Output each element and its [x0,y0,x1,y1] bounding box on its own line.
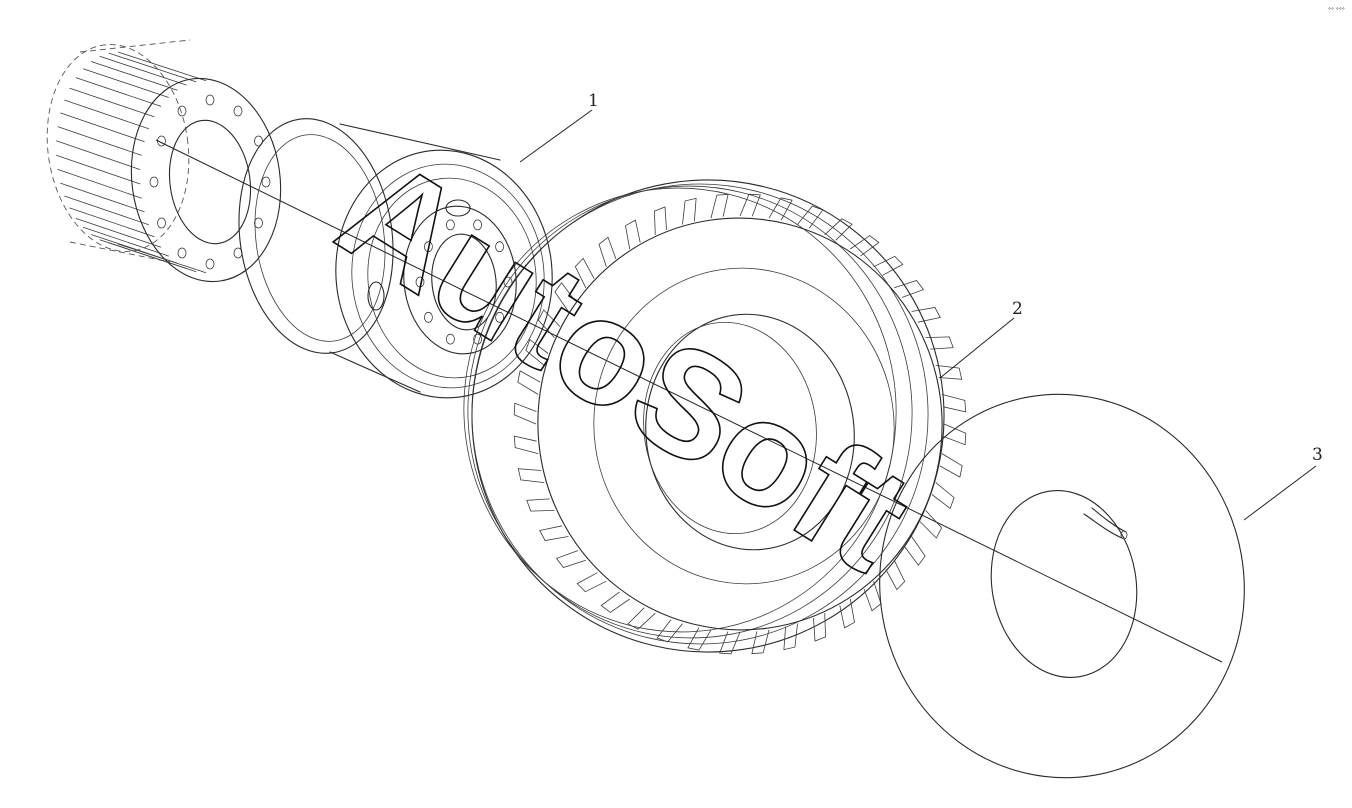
brake-drum [46,39,282,283]
leader-3 [1243,465,1317,521]
callout-1: 1 [588,91,599,111]
tread-lug [574,257,595,288]
tread-lug [783,623,798,651]
rim-stud-hole [495,241,505,253]
drum-fin [99,55,187,86]
tread-lug [600,591,630,613]
drum-fin [56,140,141,170]
rim-stud-hole [495,311,505,323]
tread-lug [911,307,941,323]
tread-lug [656,619,683,643]
callout-2: 2 [1012,299,1023,319]
tread-lug [539,525,569,541]
tread-lug [919,510,943,539]
tread-lug [627,607,656,630]
drum-fin [75,77,162,107]
drum-bolt-hole [149,176,159,188]
tread-lug [517,370,541,395]
tread-lug [739,193,761,217]
tread-lug [517,468,545,483]
rim-stud-hole [423,311,433,323]
drum-fin [82,226,169,257]
tread-lug [525,338,549,366]
drum-fin [117,243,207,274]
rim-stud-hole [445,219,455,231]
tread-lug [768,197,793,221]
drum-bolt-hole [205,258,215,270]
drum-bolt-hole [157,217,166,229]
drum-fin [75,218,162,248]
tread-lug [598,236,617,267]
rim-stud-hole [473,219,483,231]
drum-bolt-hole [233,105,243,117]
drum-fin [82,68,169,98]
wheel-rim [238,118,553,399]
tread-lug [682,197,697,225]
tread-lug [894,280,925,298]
leader-1 [519,109,593,163]
tread-lug [925,336,954,350]
tread-lug [687,627,712,651]
tread-lug [935,365,963,380]
tread-lug [939,453,963,478]
corner-mark: °° °°° [1328,7,1345,14]
tread-lug [513,435,539,454]
tread-lug [850,235,880,257]
drum-fin [108,52,197,83]
tread-lug [710,193,729,219]
drum-fin [90,61,178,91]
rim-stud-hole [503,276,513,288]
drum-bolt-hole [254,217,263,229]
drum-fin [60,112,145,143]
rim-stud-hole [445,333,455,345]
leader-2 [939,317,1015,379]
drum-fin [56,154,141,185]
tread-lug [873,255,904,276]
tread-lug [751,629,770,655]
drum-fin [64,195,149,226]
drum-fin [117,51,207,82]
rim-stud-hole [415,276,425,288]
tread-lug [576,572,607,593]
drum-bolt-hole [177,105,187,117]
tread-lug [863,581,882,612]
drum-bolt-hole [261,176,271,188]
tread-lug [839,598,855,629]
tread-lug [513,402,537,425]
drum-bolt-hole [205,94,215,106]
tread-lug [625,219,641,250]
tread-lug [537,309,561,338]
drum-fin [64,99,149,130]
drum-fin [57,126,142,156]
tread-lug [813,613,827,642]
tire [463,179,967,655]
drum-fin [57,169,142,199]
drum-fin [69,207,155,238]
tread-lug [943,423,967,446]
drum-fin [108,242,197,273]
tread-lug [554,282,576,312]
tread-lug [653,206,667,235]
tread-lug [526,498,555,512]
axis-line [155,139,1223,663]
inner-tube [879,393,1245,779]
callout-3: 3 [1312,445,1323,465]
tread-lug [555,550,586,568]
tread-lug [824,218,853,241]
tread-lug [885,560,906,591]
drum-fin [69,87,155,118]
tread-lug [941,394,967,413]
rim-stud-hole [423,241,433,253]
tread-lug [931,482,955,510]
drum-bolt-hole [177,247,187,259]
drum-fin [60,182,145,213]
tread-lug [797,205,824,229]
tread-lug [719,631,741,655]
drum-bolt-hole [254,135,263,147]
tread-lug [904,536,926,566]
